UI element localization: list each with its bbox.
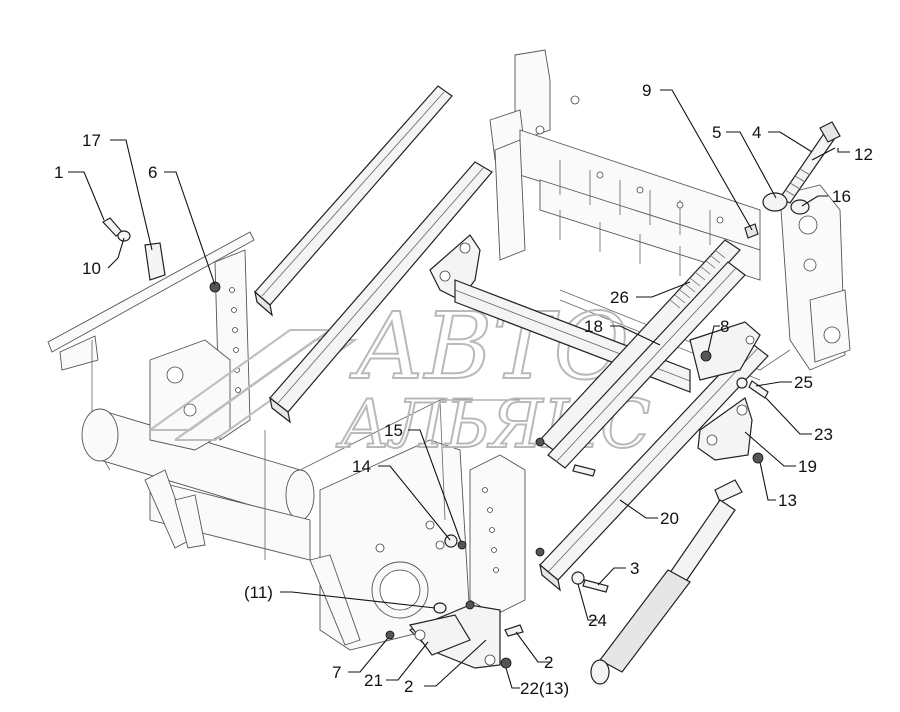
callout-9: 9 (642, 81, 651, 100)
parts (102, 85, 841, 685)
callout-2a: 2 (544, 653, 553, 672)
callout-18: 18 (584, 317, 603, 336)
part-5-sleeve (762, 192, 788, 212)
part-25-washer (736, 377, 748, 389)
callout-1: 1 (54, 163, 63, 182)
part-11-washer (433, 602, 447, 614)
callout-14: 14 (352, 457, 371, 476)
callout-12: 12 (854, 145, 873, 164)
callout-25: 25 (794, 373, 813, 392)
callout-6: 6 (148, 163, 157, 182)
callout-22: 22(13) (520, 679, 569, 698)
callout-3: 3 (630, 559, 639, 578)
callout-13: 13 (778, 491, 797, 510)
callout-19: 19 (798, 457, 817, 476)
callout-5: 5 (712, 123, 721, 142)
part-15-nut (457, 540, 467, 550)
part-22-nut (500, 657, 512, 669)
callout-15: 15 (384, 421, 403, 440)
callout-16: 16 (832, 187, 851, 206)
callout-10: 10 (82, 259, 101, 278)
part-3-bolt (582, 579, 609, 593)
part-8-nut (700, 350, 712, 362)
right-angle-plate (689, 321, 761, 381)
part-26-rack (539, 239, 741, 453)
part-6-nut (209, 281, 221, 293)
callout-20: 20 (660, 509, 679, 528)
callout-labels: 1 2 2 3 4 5 6 7 8 9 10 (11) 12 13 14 15 … (54, 81, 873, 698)
leader-lines (68, 89, 850, 689)
callout-26: 26 (610, 288, 629, 307)
callout-21: 21 (364, 671, 383, 690)
callout-24: 24 (588, 611, 607, 630)
part-23-bolt (748, 380, 769, 399)
part-16-washer (790, 199, 810, 215)
callout-7: 7 (332, 663, 341, 682)
callout-4: 4 (752, 123, 761, 142)
callout-2b: 2 (404, 677, 413, 696)
callout-17: 17 (82, 131, 101, 150)
callout-11: (11) (244, 583, 273, 602)
part-7-nut (385, 630, 395, 640)
part-24-washer (571, 571, 585, 585)
rail-left-upper (254, 85, 453, 306)
part-9-fitting (744, 223, 759, 239)
part-13-nut (752, 452, 764, 464)
hydraulic-cylinder (590, 479, 743, 685)
part-17-clip (144, 242, 166, 281)
part-10-washer (117, 230, 131, 242)
part-4-bolt (779, 121, 841, 204)
callout-23: 23 (814, 425, 833, 444)
callout-8: 8 (720, 317, 729, 336)
part-2-bolt (504, 624, 524, 637)
